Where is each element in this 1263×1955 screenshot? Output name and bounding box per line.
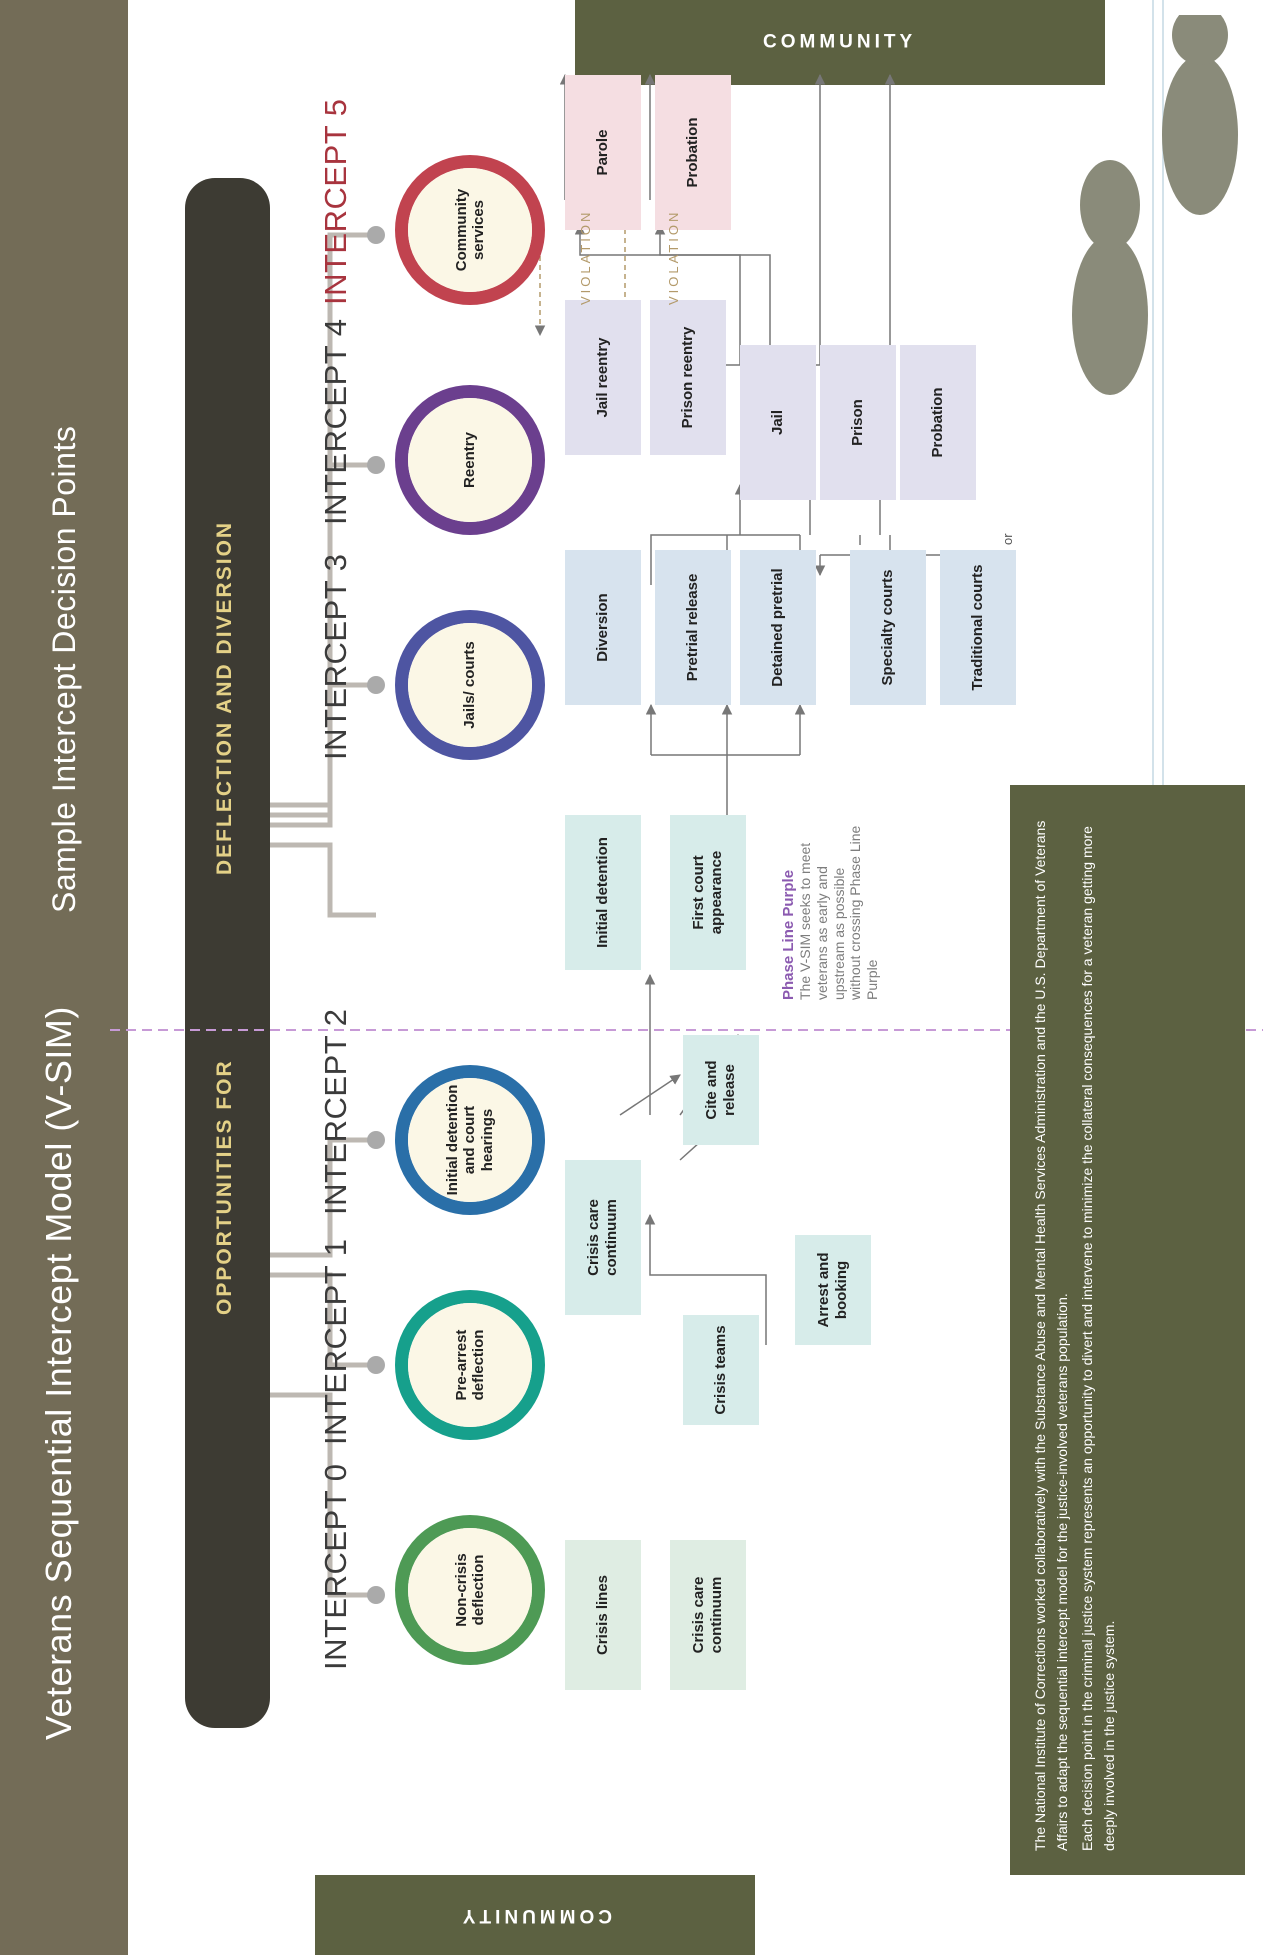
box-crisis-teams: Crisis teams xyxy=(683,1315,759,1425)
intercept-2-label: INTERCEPT 2 xyxy=(318,1008,353,1215)
box-first-court-appearance: First court appearance xyxy=(670,815,746,970)
intercept-5-label: INTERCEPT 5 xyxy=(318,98,353,305)
intercept-5-circle: Community services xyxy=(395,155,545,305)
intercept-2-circle: Initial detention and court hearings xyxy=(395,1065,545,1215)
box-traditional-courts: Traditional courts xyxy=(940,550,1016,705)
or-label: or xyxy=(1000,533,1015,545)
violation-label: VIOLATION xyxy=(666,209,681,305)
box-jail-reentry: Jail reentry xyxy=(565,300,641,455)
box-crisis-lines: Crisis lines xyxy=(565,1540,641,1690)
intercept-2-circle-text: Initial detention and court hearings xyxy=(444,1084,496,1196)
phase-line-title: Phase Line Purple xyxy=(780,869,797,1000)
intercept-3-circle: Jails/ courts xyxy=(395,610,545,760)
info-box: The National Institute of Corrections wo… xyxy=(1010,785,1245,1875)
phase-line-text: The V-SIM seeks to meet veterans as earl… xyxy=(797,825,881,1000)
box-initial-detention: Initial detention xyxy=(565,815,641,970)
intercept-4-circle-text: Reentry xyxy=(461,432,479,488)
info-paragraph-2: Each decision point in the criminal just… xyxy=(1079,826,1118,1851)
box-cite-release: Cite and release xyxy=(683,1035,759,1145)
intercept-5-circle-text: Community services xyxy=(452,188,487,272)
box-prison-reentry: Prison reentry xyxy=(650,300,726,455)
violation-label: VIOLATION xyxy=(578,209,593,305)
intercept-0-circle-text: Non-crisis deflection xyxy=(452,1553,487,1627)
box-specialty-courts: Specialty courts xyxy=(850,550,926,705)
intercept-3-circle-text: Jails/ courts xyxy=(461,641,479,729)
box-detained-pretrial: Detained pretrial xyxy=(740,550,816,705)
intercept-3-label: INTERCEPT 3 xyxy=(318,553,353,760)
intercept-1-circle: Pre-arrest deflection xyxy=(395,1290,545,1440)
info-paragraph-1: The National Institute of Corrections wo… xyxy=(1032,820,1070,1851)
box-arrest-booking: Arrest and booking xyxy=(795,1235,871,1345)
boot-prints-icon xyxy=(1072,15,1238,395)
box-probation-5: Probation xyxy=(655,75,731,230)
box-diversion: Diversion xyxy=(565,550,641,705)
intercept-4-circle: Reentry xyxy=(395,385,545,535)
box-prison: Prison xyxy=(820,345,896,500)
phase-line-annotation: Phase Line Purple The V-SIM seeks to mee… xyxy=(780,820,881,1000)
intercept-0-label: INTERCEPT 0 xyxy=(318,1463,353,1670)
intercept-1-label: INTERCEPT 1 xyxy=(318,1238,353,1445)
box-pretrial-release: Pretrial release xyxy=(655,550,731,705)
box-crisis-care-continuum-0: Crisis care continuum xyxy=(670,1540,746,1690)
intercept-0-circle: Non-crisis deflection xyxy=(395,1515,545,1665)
box-jail: Jail xyxy=(740,345,816,500)
box-crisis-care-continuum-1: Crisis care continuum xyxy=(565,1160,641,1315)
intercept-1-circle-text: Pre-arrest deflection xyxy=(452,1329,487,1401)
box-parole: Parole xyxy=(565,75,641,230)
box-probation-4: Probation xyxy=(900,345,976,500)
intercept-4-label: INTERCEPT 4 xyxy=(318,318,353,525)
